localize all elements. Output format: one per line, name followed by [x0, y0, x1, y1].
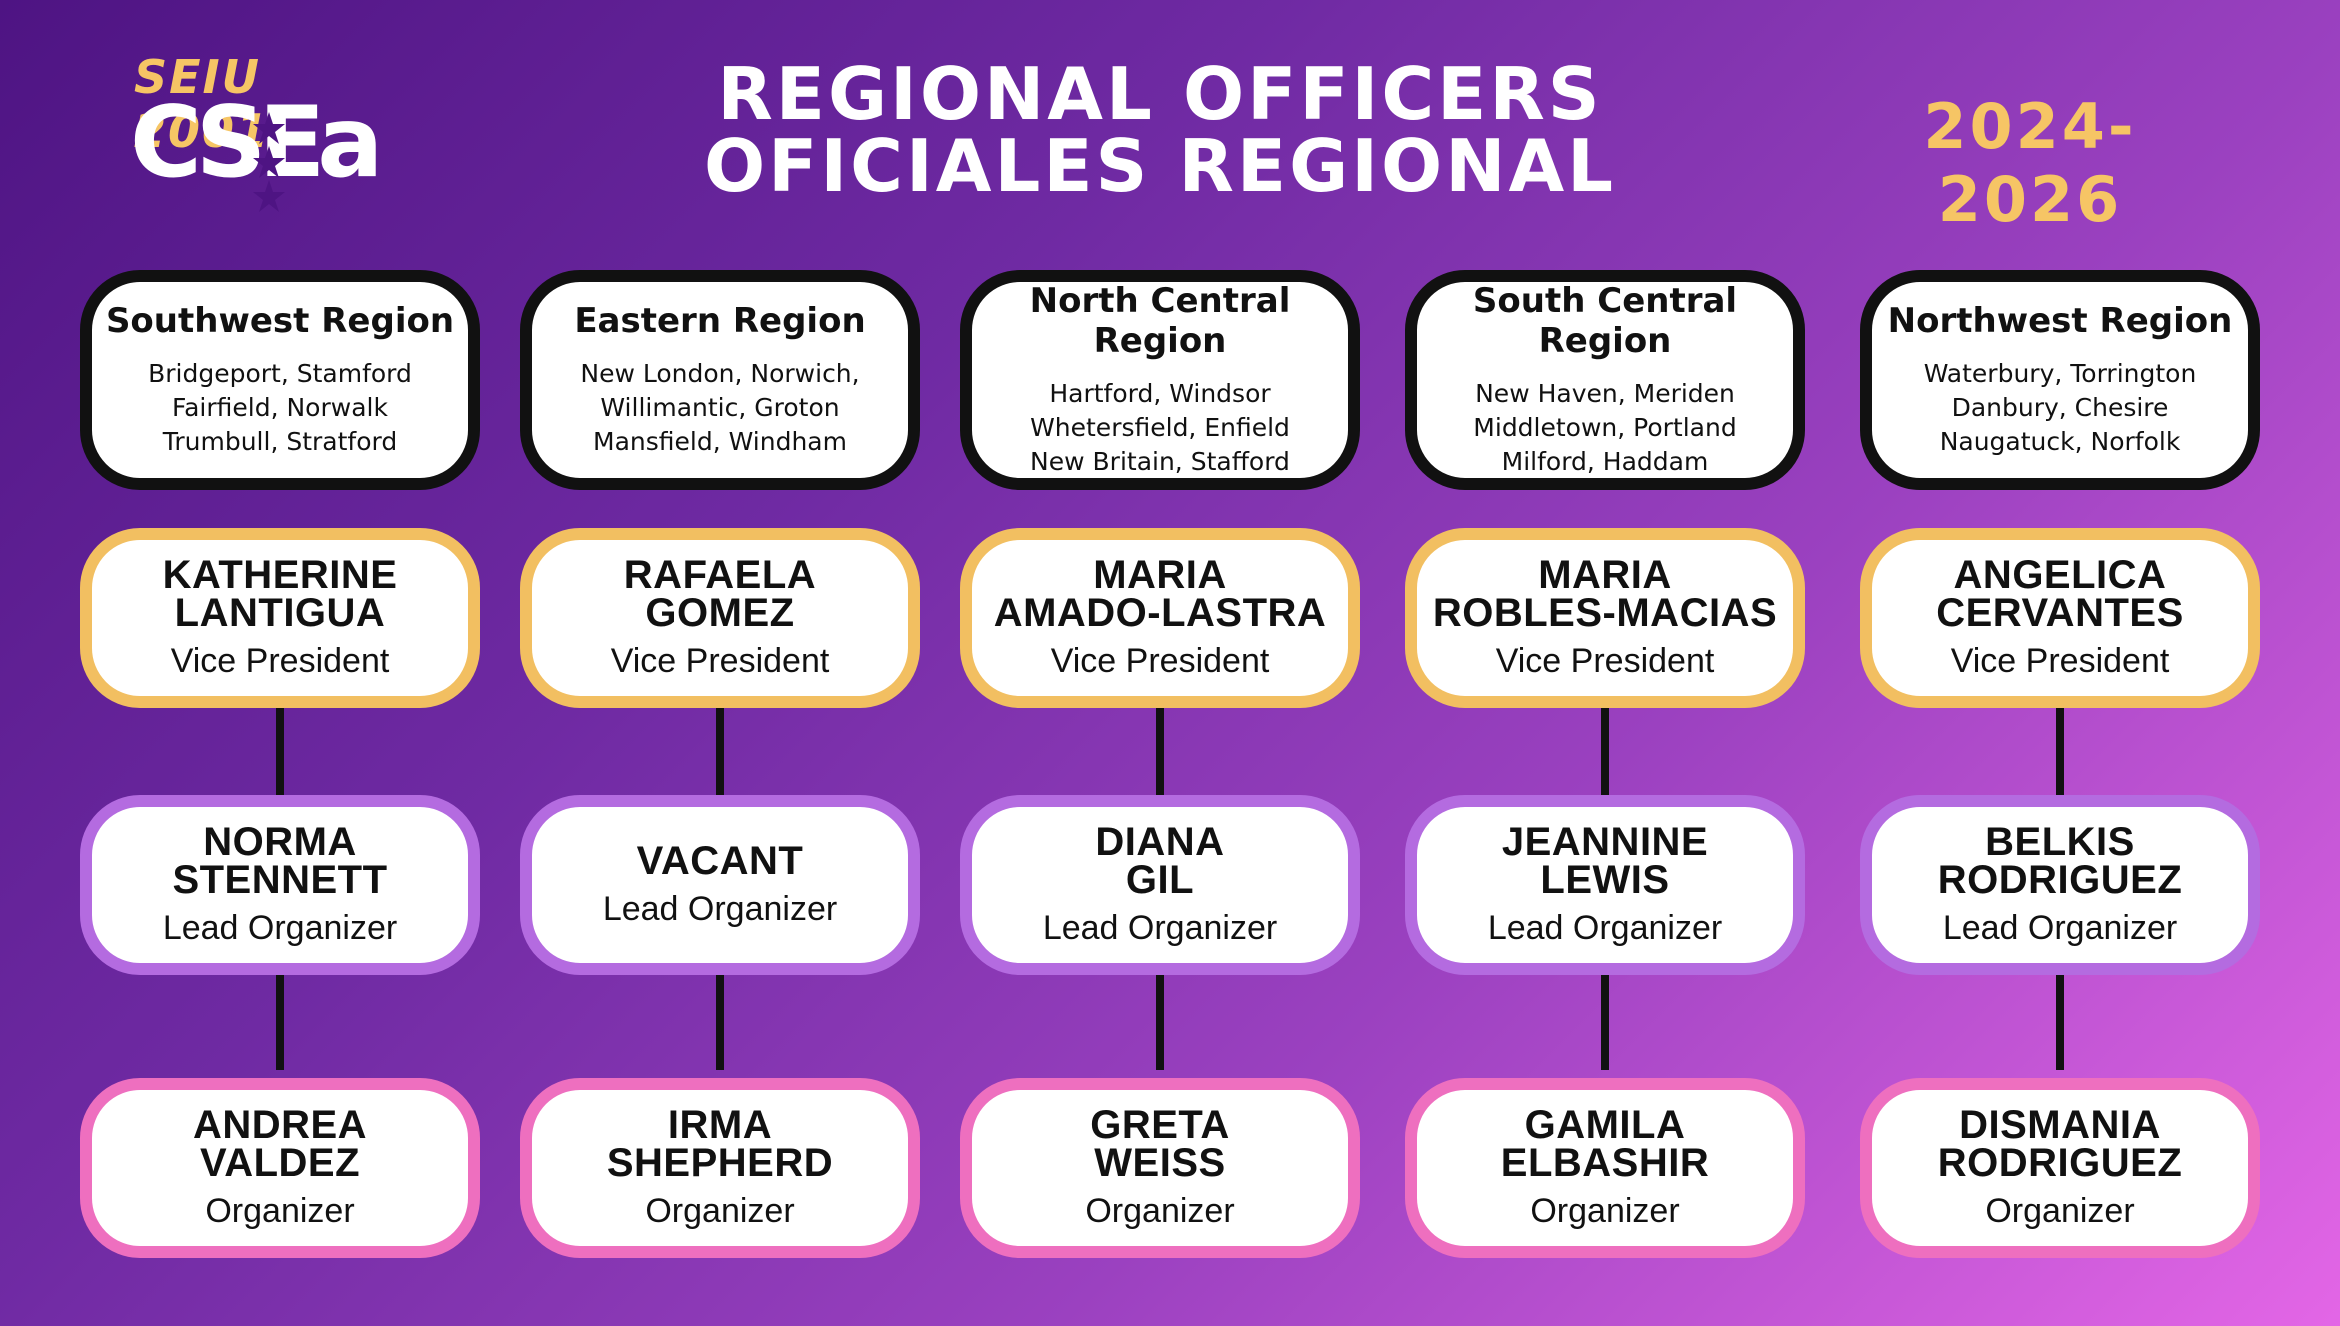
officer-role: Vice President: [1050, 641, 1270, 680]
officer-name: KATHERINE LANTIGUA: [162, 552, 398, 635]
officer-name: GRETA WEISS: [1090, 1102, 1230, 1185]
connector-line: [716, 700, 724, 800]
lead-organizer-card: JEANNINE LEWIS Lead Organizer: [1405, 795, 1805, 975]
region-towns: Hartford, Windsor Whetersfield, Enfield …: [1030, 377, 1290, 479]
town-line: Middletown, Portland: [1473, 413, 1737, 442]
officer-role: Organizer: [645, 1191, 795, 1230]
vice-president-card: RAFAELA GOMEZ Vice President: [520, 528, 920, 708]
officer-role: Vice President: [1950, 641, 2170, 680]
region-card: South Central Region New Haven, Meriden …: [1405, 270, 1805, 490]
region-column: South Central Region New Haven, Meriden …: [1405, 270, 1805, 1260]
organizer-card: DISMANIA RODRIGUEZ Organizer: [1860, 1078, 2260, 1258]
region-name: Southwest Region: [105, 301, 455, 341]
vice-president-card: ANGELICA CERVANTES Vice President: [1860, 528, 2260, 708]
page-title: REGIONAL OFFICERS OFICIALES REGIONAL: [650, 58, 1670, 202]
town-line: New Haven, Meriden: [1475, 379, 1735, 408]
title-line-spanish: OFICIALES REGIONAL: [703, 124, 1617, 208]
officer-role: Vice President: [170, 641, 390, 680]
lead-organizer-card: NORMA STENNETT Lead Organizer: [80, 795, 480, 975]
region-card: Eastern Region New London, Norwich, Will…: [520, 270, 920, 490]
town-line: Danbury, Chesire: [1951, 393, 2169, 422]
officer-name: MARIA ROBLES-MACIAS: [1432, 552, 1778, 635]
connector-line: [276, 700, 284, 800]
connector-line: [2056, 970, 2064, 1070]
seiu-cseа-logo: SEIU 2001 CSEa: [120, 50, 400, 212]
officer-role: Lead Organizer: [1042, 908, 1278, 947]
town-line: Milford, Haddam: [1501, 447, 1709, 476]
connector-line: [2056, 700, 2064, 800]
connector-line: [1601, 970, 1609, 1070]
officer-name: DISMANIA RODRIGUEZ: [1937, 1102, 2183, 1185]
connector-line: [716, 970, 724, 1070]
town-line: Trumbull, Stratford: [162, 427, 398, 456]
vice-president-card: MARIA ROBLES-MACIAS Vice President: [1405, 528, 1805, 708]
officer-name: BELKIS RODRIGUEZ: [1937, 819, 2183, 902]
officer-role: Lead Organizer: [1942, 908, 2178, 947]
town-line: Waterbury, Torrington: [1923, 359, 2197, 388]
vice-president-card: KATHERINE LANTIGUA Vice President: [80, 528, 480, 708]
officer-name: ANGELICA CERVANTES: [1936, 552, 2184, 635]
region-towns: New Haven, Meriden Middletown, Portland …: [1473, 377, 1736, 479]
officer-role: Lead Organizer: [1487, 908, 1723, 947]
officer-role: Lead Organizer: [602, 889, 838, 928]
organizer-card: IRMA SHEPHERD Organizer: [520, 1078, 920, 1258]
officer-role: Organizer: [1085, 1191, 1235, 1230]
term-years: 2024-2026: [1923, 90, 2137, 236]
region-card: Southwest Region Bridgeport, Stamford Fa…: [80, 270, 480, 490]
officer-role: Organizer: [1985, 1191, 2135, 1230]
logo-mark-text: CSEa: [130, 86, 383, 200]
officer-name: MARIA AMADO-LASTRA: [993, 552, 1327, 635]
region-column: Southwest Region Bridgeport, Stamford Fa…: [80, 270, 480, 1260]
logo-union-text: SEIU 2001: [134, 50, 271, 158]
officer-name: VACANT: [636, 838, 804, 883]
lead-organizer-card: BELKIS RODRIGUEZ Lead Organizer: [1860, 795, 2260, 975]
connector-line: [1601, 700, 1609, 800]
town-line: Hartford, Windsor: [1049, 379, 1271, 408]
organizer-card: ANDREA VALDEZ Organizer: [80, 1078, 480, 1258]
region-name: Eastern Region: [574, 301, 866, 341]
officer-name: RAFAELA GOMEZ: [623, 552, 817, 635]
officer-name: JEANNINE LEWIS: [1501, 819, 1709, 902]
vice-president-card: MARIA AMADO-LASTRA Vice President: [960, 528, 1360, 708]
town-line: Willimantic, Groton: [600, 393, 840, 422]
officer-role: Vice President: [1495, 641, 1715, 680]
officer-name: GAMILA ELBASHIR: [1500, 1102, 1710, 1185]
officer-role: Organizer: [1530, 1191, 1680, 1230]
region-card: North Central Region Hartford, Windsor W…: [960, 270, 1360, 490]
lead-organizer-card: VACANT Lead Organizer: [520, 795, 920, 975]
officer-name: IRMA SHEPHERD: [606, 1102, 834, 1185]
region-towns: Waterbury, Torrington Danbury, Chesire N…: [1924, 357, 2197, 459]
region-column: Northwest Region Waterbury, Torrington D…: [1860, 270, 2260, 1260]
officer-role: Lead Organizer: [162, 908, 398, 947]
region-name: North Central Region: [1029, 281, 1291, 361]
officer-name: ANDREA VALDEZ: [192, 1102, 368, 1185]
title-line-english: REGIONAL OFFICERS: [717, 52, 1603, 136]
region-name: South Central Region: [1472, 281, 1738, 361]
logo-stars-icon: [253, 112, 285, 212]
connector-line: [1156, 700, 1164, 800]
officer-name: NORMA STENNETT: [172, 819, 388, 902]
town-line: Mansfield, Windham: [593, 427, 847, 456]
region-name: Northwest Region: [1887, 301, 2233, 341]
lead-organizer-card: DIANA GIL Lead Organizer: [960, 795, 1360, 975]
region-towns: Bridgeport, Stamford Fairfield, Norwalk …: [148, 357, 412, 459]
region-column: Eastern Region New London, Norwich, Will…: [520, 270, 920, 1260]
organizer-card: GAMILA ELBASHIR Organizer: [1405, 1078, 1805, 1258]
organizer-card: GRETA WEISS Organizer: [960, 1078, 1360, 1258]
officer-name: DIANA GIL: [1095, 819, 1225, 902]
town-line: Bridgeport, Stamford: [148, 359, 412, 388]
connector-line: [1156, 970, 1164, 1070]
region-card: Northwest Region Waterbury, Torrington D…: [1860, 270, 2260, 490]
town-line: Whetersfield, Enfield: [1030, 413, 1290, 442]
officer-role: Vice President: [610, 641, 830, 680]
town-line: New Britain, Stafford: [1030, 447, 1290, 476]
connector-line: [276, 970, 284, 1070]
town-line: Naugatuck, Norfolk: [1939, 427, 2181, 456]
town-line: Fairfield, Norwalk: [172, 393, 388, 422]
town-line: New London, Norwich,: [580, 359, 860, 388]
region-towns: New London, Norwich, Willimantic, Groton…: [580, 357, 859, 459]
officer-role: Organizer: [205, 1191, 355, 1230]
region-column: North Central Region Hartford, Windsor W…: [960, 270, 1360, 1260]
